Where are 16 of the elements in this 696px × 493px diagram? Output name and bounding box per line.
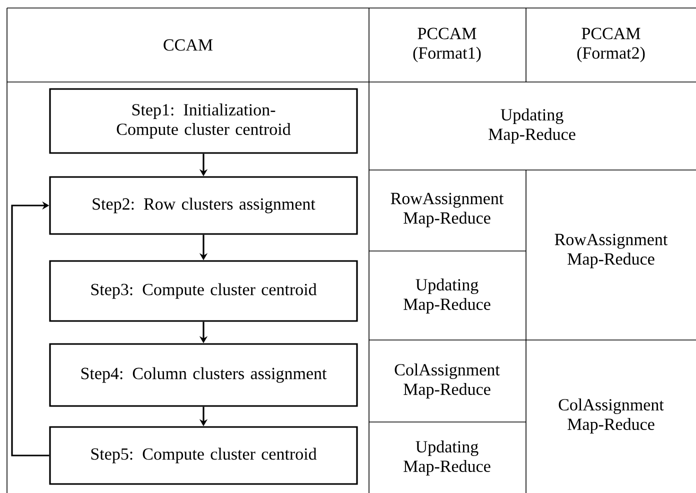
process-box: Step2: Row clusters assignment — [49, 176, 358, 235]
process-box: Step1: Initialization- Compute cluster centroid — [49, 88, 358, 154]
process-box: Step4: Column clusters assignment — [49, 343, 358, 407]
table-cell: ColAssignment Map-Reduce — [558, 398, 664, 434]
table-cell: Updating Map-Reduce — [488, 108, 576, 144]
table-cell: ColAssignment Map-Reduce — [394, 364, 500, 398]
table-cell: RowAssignment Map-Reduce — [390, 192, 504, 228]
column-header: CCAM — [164, 39, 213, 51]
arrow — [11, 201, 50, 456]
column-header: PCCAM (Format2) — [577, 28, 645, 62]
column-header: PCCAM (Format1) — [413, 28, 481, 62]
table-cell: Updating Map-Reduce — [404, 278, 490, 314]
process-box: Step5: Compute cluster centroid — [49, 426, 358, 485]
process-box: Step3: Compute cluster centroid — [49, 260, 358, 322]
table-cell: RowAssignment Map-Reduce — [554, 234, 668, 268]
table-cell: Updating Map-Reduce — [404, 440, 490, 476]
